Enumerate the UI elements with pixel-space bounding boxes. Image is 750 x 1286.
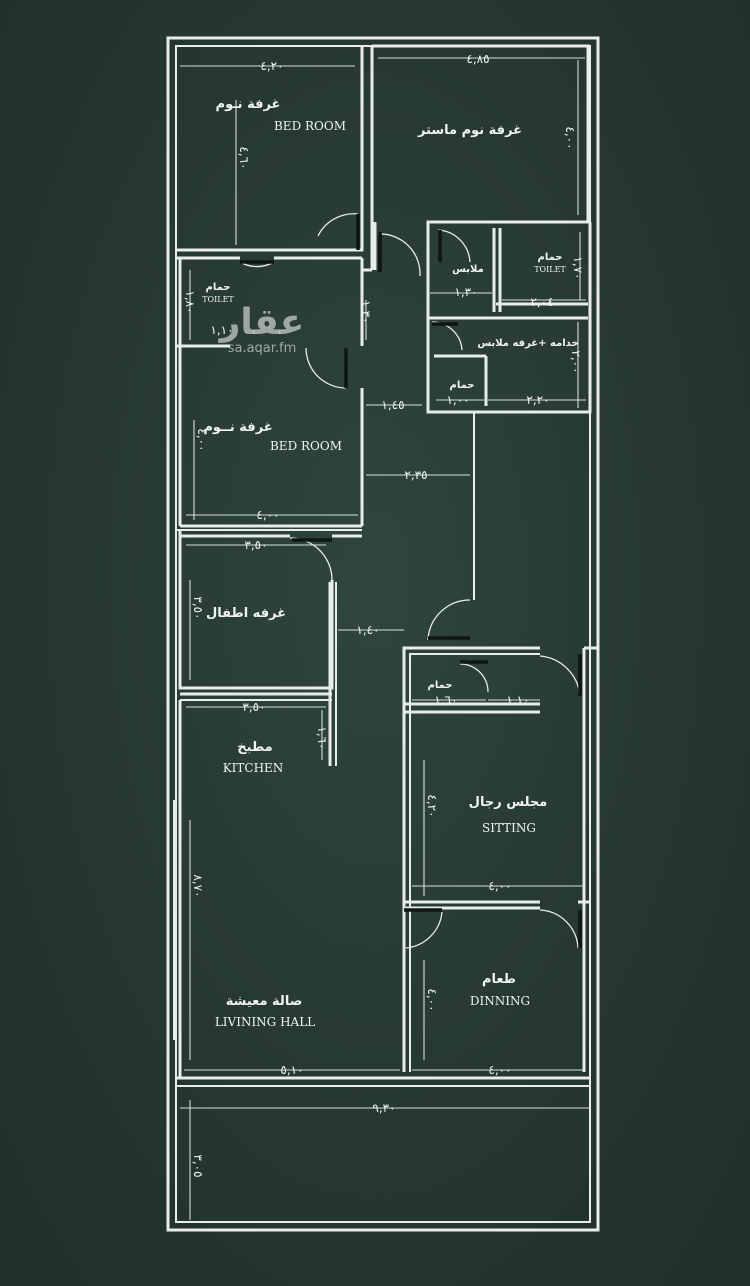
dim-sitting-height: ٤,٢٠ (425, 794, 439, 817)
toilet-4-label: حمام (428, 680, 453, 691)
dim-bed2-width: ٤,٠٠ (256, 508, 279, 522)
bedroom-2 (176, 256, 470, 531)
room-labels: غرفة نـوم BED ROOM غرفة نوم ماستر حمام T… (202, 97, 578, 1029)
dim-bed2-height: ٤,٠٠ (195, 428, 209, 451)
dim-bed1-height: ٤,٦٠ (237, 146, 251, 169)
sitting-label-en: SITTING (482, 821, 536, 835)
living-hall (173, 700, 590, 1220)
dim-corridor2-width: ١,٤٥ (381, 398, 404, 412)
kitchen-label-ar: مطبخ (237, 740, 272, 755)
kitchen-walls (180, 692, 332, 760)
dim-toilet2-height: ١,٧٠ (571, 256, 585, 279)
toilet-3-label: حمام (450, 380, 475, 391)
bedroom-1-label-en: BED ROOM (274, 119, 346, 133)
dim-kitchen-width: ٣,٥٠ (242, 700, 265, 714)
kitchen-label-en: KITCHEN (223, 761, 284, 775)
dim-living-height: ٨,٧٠ (191, 874, 205, 897)
dim-living-width: ٥,١٠ (280, 1063, 303, 1077)
dim-toilet4-width: ١,٦٠ (434, 693, 457, 707)
dim-toilet2-width: ٢,٠٤ (530, 295, 553, 309)
dim-hall-width: ٢,٣٥ (404, 468, 427, 482)
watermark: عقار sa.aqar.fm (218, 302, 305, 356)
toilet-2-label-ar: حمام (538, 252, 563, 263)
dim-bed1-width: ٤,٢٠ (260, 59, 283, 73)
dim-kids-height: ٣,٥٠ (191, 596, 205, 619)
dim-yard-height: ٣,٠٥ (191, 1154, 205, 1177)
service-block (428, 228, 588, 600)
watermark-url: sa.aqar.fm (228, 341, 297, 356)
dim-kids-width: ٣,٥٠ (244, 538, 267, 552)
dining-label-ar: طعام (482, 972, 516, 987)
reception-block (402, 646, 598, 1072)
dim-dining-height: ٤,٠٠ (425, 988, 439, 1011)
bedroom-2-label-ar: غرفة نــوم (203, 420, 272, 435)
toilet-1-label-en: TOILET (202, 295, 234, 304)
dim-dining-width: ٤,٠٠ (488, 1063, 511, 1077)
dim-closet-width: ١,٣٠ (454, 285, 477, 299)
bedroom-2-label-en: BED ROOM (270, 439, 342, 453)
master-bedroom-label: غرفة نوم ماستر (417, 123, 522, 138)
dim-master-height: ٤,٠٠ (563, 126, 577, 149)
kids-room-label: غرفه اطفال (206, 606, 286, 621)
dining-label-en: DINNING (470, 994, 530, 1008)
bedroom-1-label-ar: غرفة نـوم (216, 97, 281, 112)
doors (239, 213, 582, 949)
dimension-labels: ٤,٢٠ ٤,٦٠ ٤,٨٥ ٤,٠٠ ١,٨٠ ١,١٠ ١,٣٠ ١,٣٠ … (183, 52, 585, 1178)
kids-room (178, 530, 404, 766)
living-hall-label-en: LIVINING HALL (215, 1015, 315, 1029)
dim-maid-width: ٢,٢٠ (526, 393, 549, 407)
dim-kitchen-height: ١,٦٠ (315, 726, 329, 749)
dim-corridor-height: ١,٣٠ (359, 300, 373, 323)
bedroom-1 (176, 46, 374, 272)
toilet-1-label-ar: حمام (206, 282, 231, 293)
maid-room-label: خدامه +غرفه ملابس (477, 338, 578, 349)
dim-master-width: ٤,٨٥ (466, 52, 489, 66)
master-bedroom (372, 44, 592, 414)
living-hall-label-ar: صالة معيشة (226, 994, 303, 1009)
dim-sitting-width: ٤,٠٠ (488, 879, 511, 893)
dim-toilet3-width: ١,٠٠ (446, 393, 469, 407)
dim-entry-width: ١,١٠ (506, 693, 529, 707)
dim-toilet1-width: ١,١٠ (210, 323, 233, 337)
outer-walls (166, 36, 600, 1232)
dim-passage-width: ١,٤٠ (356, 623, 379, 637)
dim-toilet1-height: ١,٨٠ (183, 290, 197, 313)
toilet-2-label-en: TOILET (534, 265, 566, 274)
dim-maid-height: ٢,٠٠ (569, 350, 583, 373)
dim-total-width: ٩,٣٠ (372, 1101, 395, 1115)
watermark-brand: عقار (218, 302, 305, 343)
sitting-label-ar: مجلس رجال (469, 795, 548, 810)
closet-label: ملابس (452, 264, 484, 275)
